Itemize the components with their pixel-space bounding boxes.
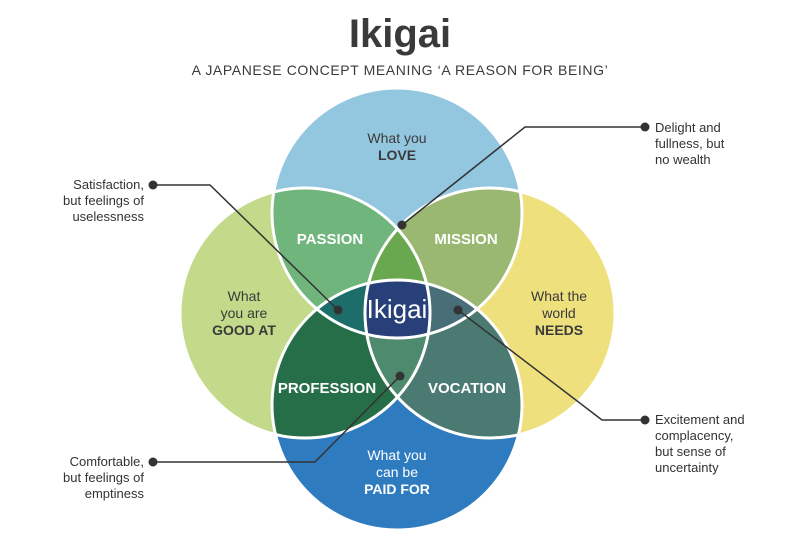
leader-line-comfortable: [153, 375, 401, 463]
leader-line-excitement: [457, 309, 645, 421]
dot-delight-end: [640, 122, 650, 132]
label-ikigai-center: Ikigai: [366, 294, 428, 324]
label-passion: PASSION: [296, 231, 364, 248]
label-profession: PROFESSION: [277, 380, 377, 397]
dot-comfortable-start: [395, 371, 405, 381]
note-excitement: Excitement and complacency, but sense of…: [655, 412, 745, 475]
dot-satisfaction-end: [148, 180, 158, 190]
note-delight: Delight and fullness, but no wealth: [655, 120, 725, 167]
dot-satisfaction-start: [333, 305, 343, 315]
dot-excitement-start: [453, 305, 463, 315]
note-satisfaction: Satisfaction, but feelings of uselessnes…: [63, 177, 144, 224]
label-love: What you LOVE: [367, 130, 427, 163]
label-good-at: What you are GOOD AT: [212, 288, 276, 338]
leader-line-delight: [401, 126, 645, 226]
dot-comfortable-end: [148, 457, 158, 467]
leader-line-satisfaction: [153, 184, 339, 311]
label-mission: MISSION: [434, 231, 498, 248]
dot-delight-start: [397, 220, 407, 230]
note-comfortable: Comfortable, but feelings of emptiness: [63, 454, 144, 501]
label-needs: What the world NEEDS: [530, 288, 588, 338]
label-vocation: VOCATION: [427, 380, 507, 397]
dot-excitement-end: [640, 415, 650, 425]
page-subtitle: A JAPANESE CONCEPT MEANING ‘A REASON FOR…: [191, 62, 609, 78]
page-title: Ikigai: [348, 12, 452, 56]
label-paid-for: What you can be PAID FOR: [364, 447, 430, 497]
